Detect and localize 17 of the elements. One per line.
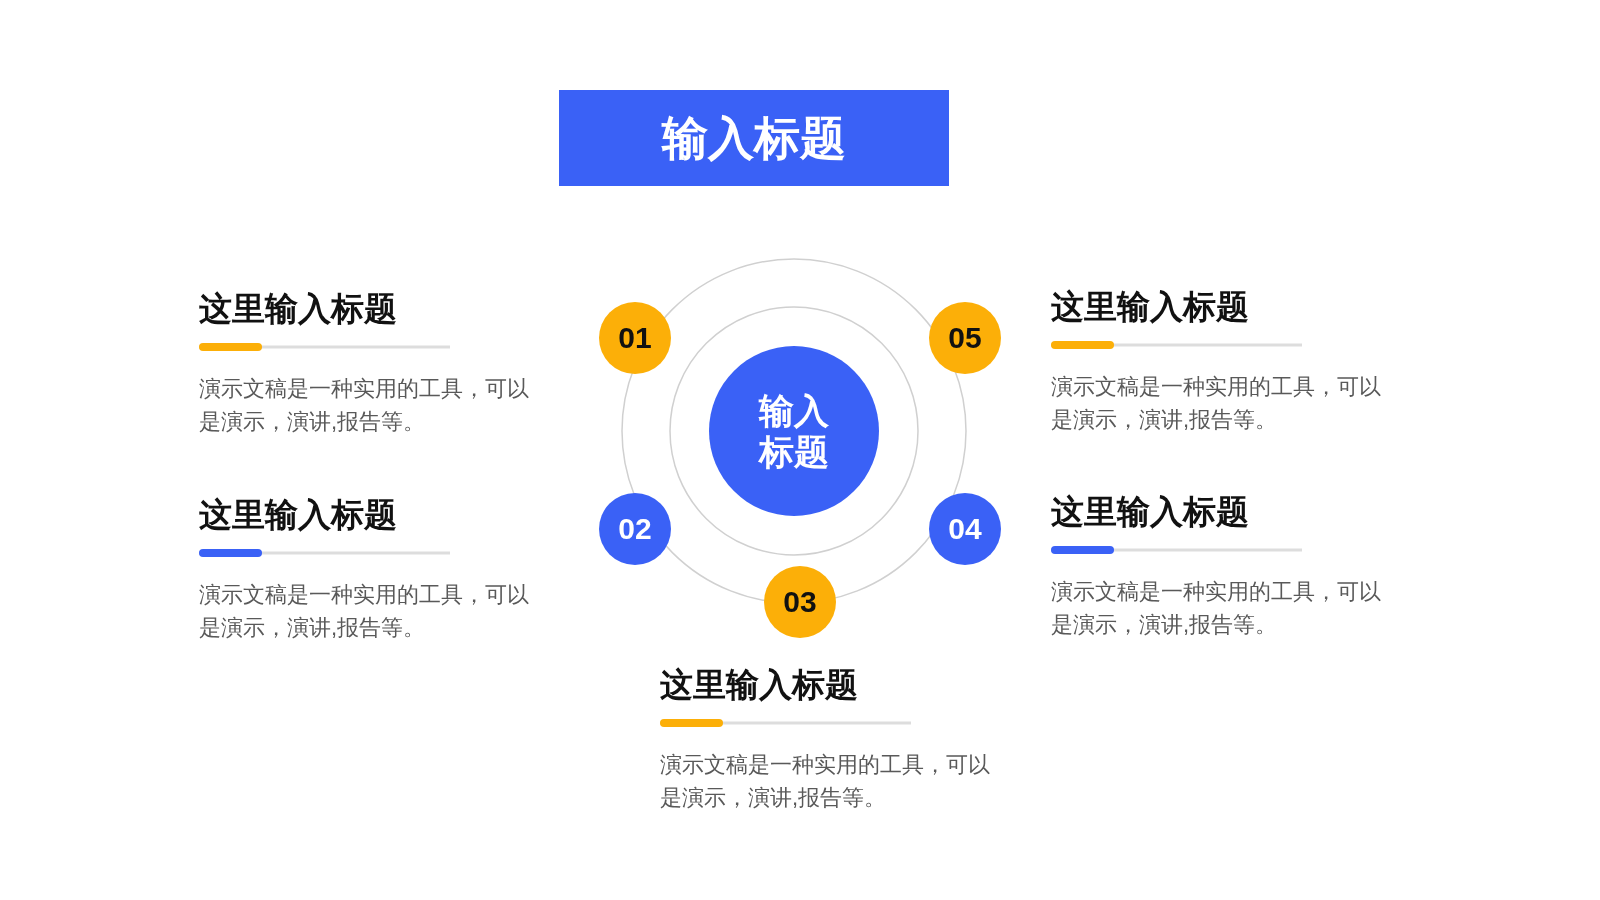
section-heading: 这里输入标题 <box>660 665 858 705</box>
description-text: 演示文稿是一种实用的工具，可以是演示，演讲,报告等。 <box>1051 373 1382 434</box>
section-heading: 这里输入标题 <box>1051 287 1249 327</box>
description-text: 演示文稿是一种实用的工具，可以是演示，演讲,报告等。 <box>199 581 530 642</box>
step-number-circle: 05 <box>929 302 1001 374</box>
title-banner: 输入标题 <box>559 90 949 186</box>
section-heading: 这里输入标题 <box>199 289 397 329</box>
center-circle: 输入标题 <box>709 346 879 516</box>
step-number-circle: 03 <box>764 566 836 638</box>
step-number-circle: 04 <box>929 493 1001 565</box>
description-text: 演示文稿是一种实用的工具，可以是演示，演讲,报告等。 <box>199 375 530 436</box>
description-text: 演示文稿是一种实用的工具，可以是演示，演讲,报告等。 <box>660 751 991 812</box>
description-text: 演示文稿是一种实用的工具，可以是演示，演讲,报告等。 <box>1051 578 1382 639</box>
section-heading: 这里输入标题 <box>199 495 397 535</box>
step-number-circle: 02 <box>599 493 671 565</box>
step-number-circle: 01 <box>599 302 671 374</box>
section-heading: 这里输入标题 <box>1051 492 1249 532</box>
